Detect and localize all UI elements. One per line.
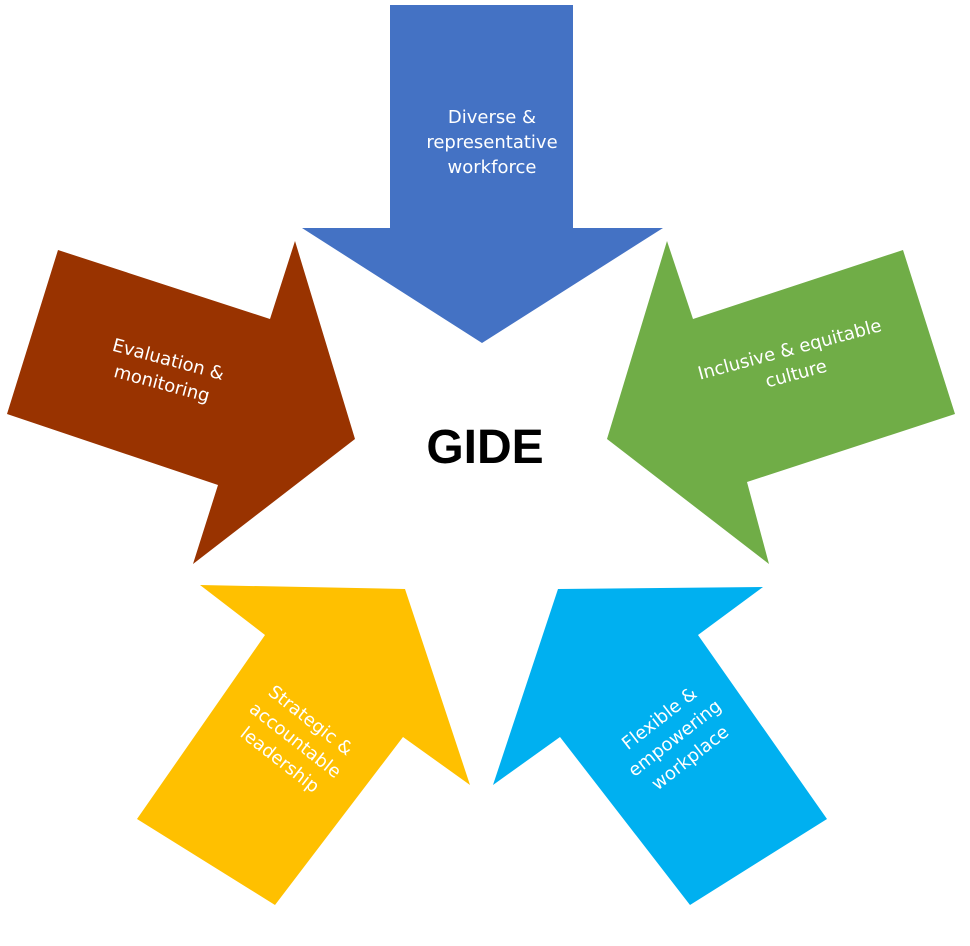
center-title: GIDE <box>426 421 544 474</box>
arrow-strategic-leadership <box>137 585 470 905</box>
arrow-inclusive-culture <box>607 241 955 564</box>
label-diverse-workforce: Diverse & representative workforce <box>392 105 592 180</box>
label-line: representative <box>426 132 558 153</box>
label-line: Diverse & <box>447 107 537 128</box>
arrow-flexible-workplace <box>493 587 827 905</box>
arrow-evaluation-monitoring <box>7 241 355 564</box>
label-line: workforce <box>447 157 537 178</box>
arrow-diverse-workforce <box>302 5 663 343</box>
